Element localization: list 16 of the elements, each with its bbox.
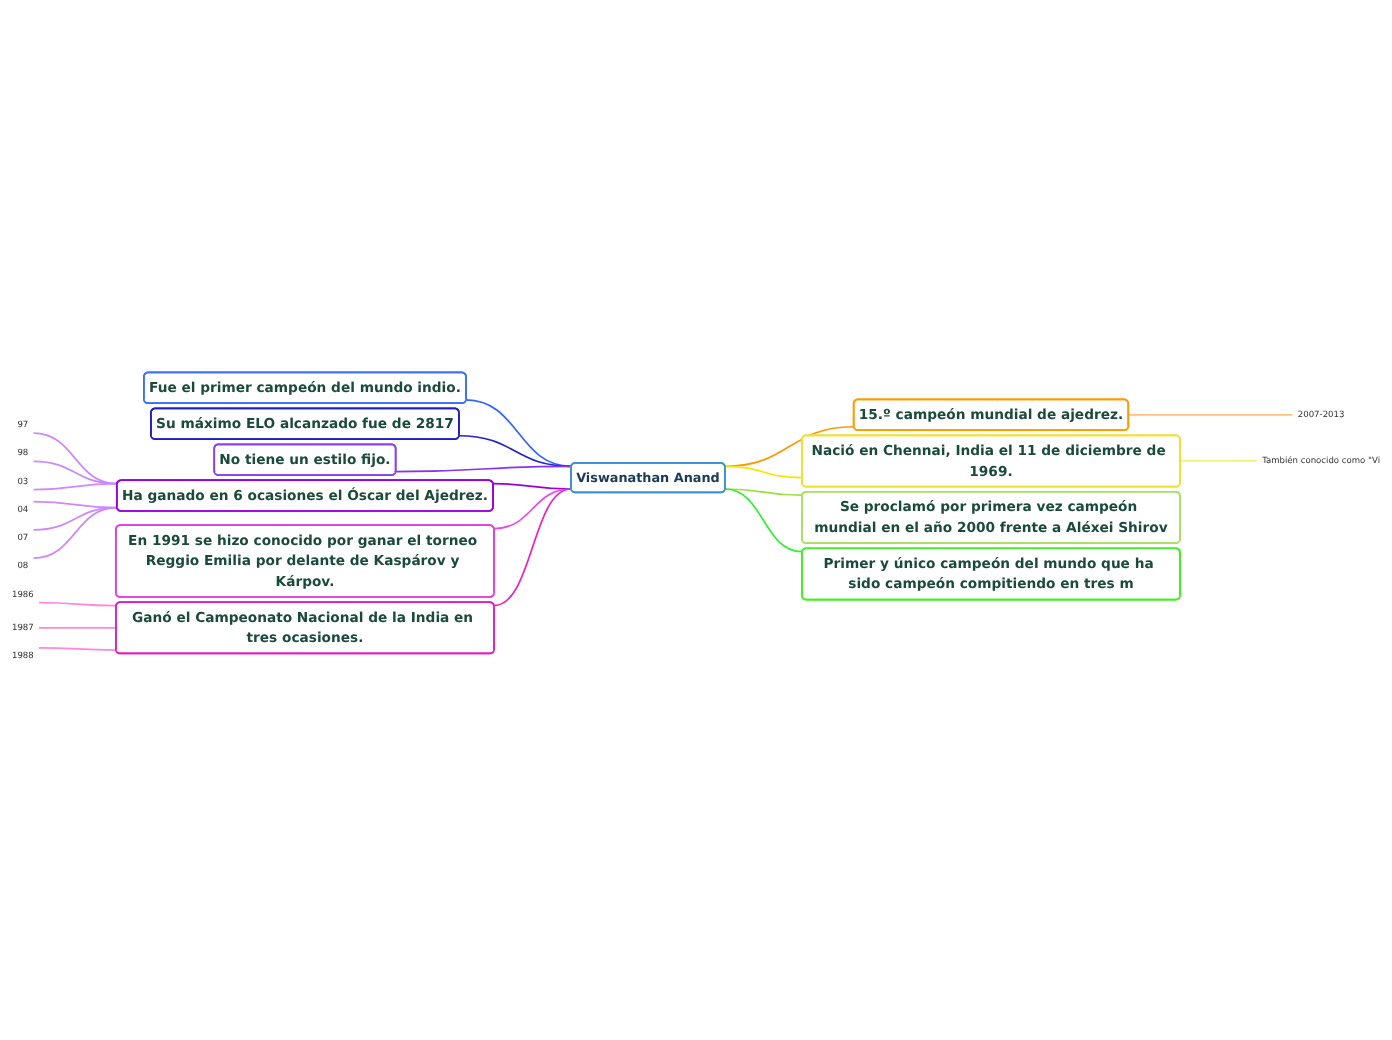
connector	[32, 482, 118, 491]
connector	[1127, 413, 1294, 416]
connector	[724, 425, 855, 468]
connector	[38, 647, 117, 651]
connector	[493, 488, 572, 530]
connector	[38, 601, 117, 607]
connector	[1179, 460, 1258, 462]
connector	[458, 434, 572, 468]
connector	[32, 432, 118, 485]
connector	[493, 488, 572, 607]
connector	[724, 488, 803, 553]
connector	[724, 465, 803, 479]
connector	[394, 465, 572, 473]
connector	[32, 506, 118, 559]
connector	[38, 626, 117, 629]
connector	[724, 488, 803, 497]
